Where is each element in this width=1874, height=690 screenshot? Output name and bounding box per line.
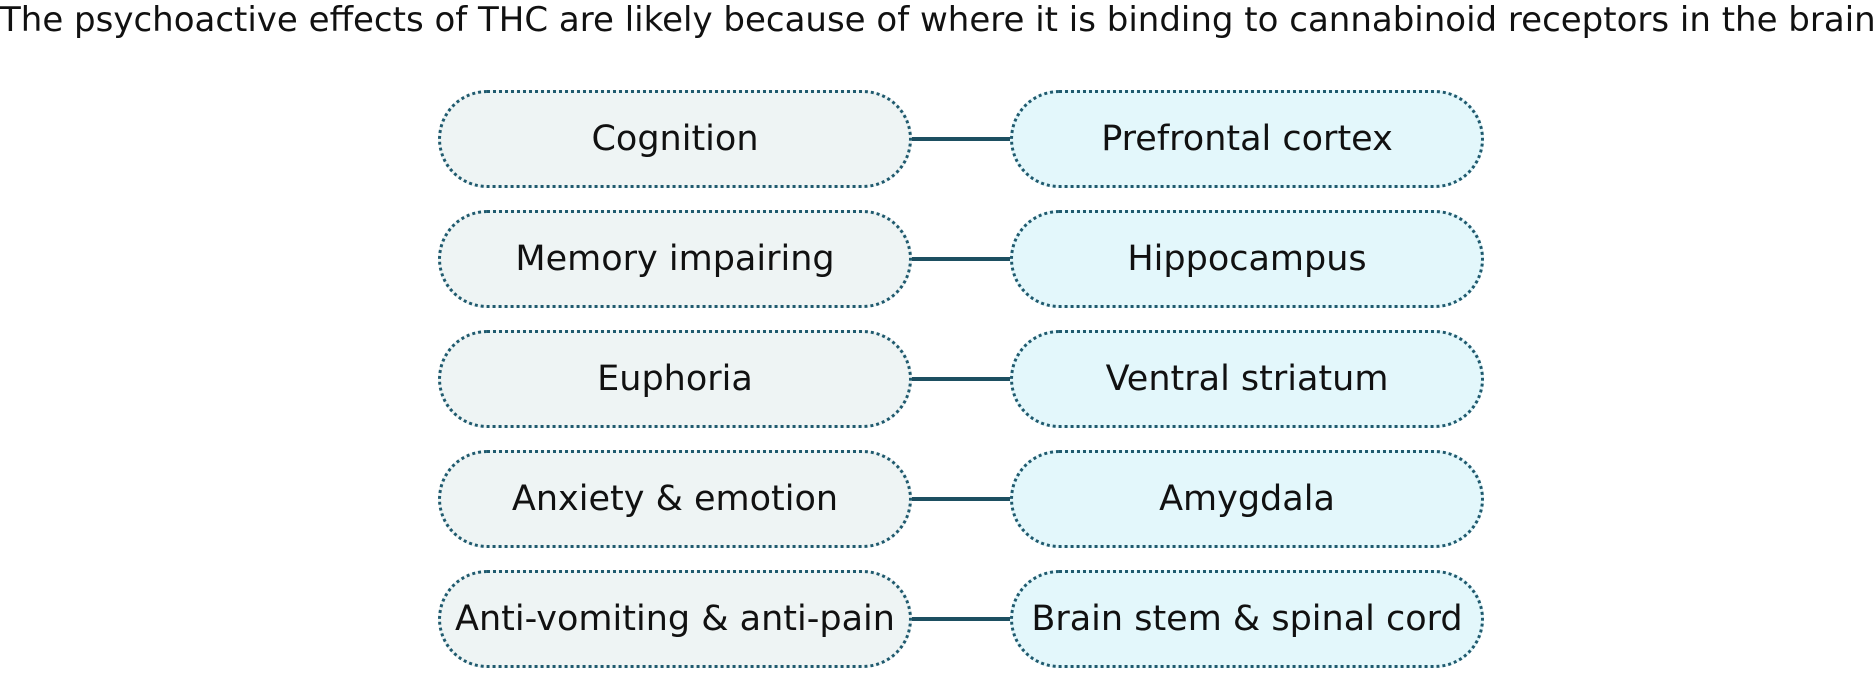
connector-line: [912, 377, 1010, 381]
pair-row: Cognition Prefrontal cortex: [438, 90, 1484, 188]
effect-box: Euphoria: [438, 330, 912, 428]
brain-region-box: Brain stem & spinal cord: [1010, 570, 1484, 668]
effect-box: Memory impairing: [438, 210, 912, 308]
connector-line: [912, 617, 1010, 621]
brain-region-box: Amygdala: [1010, 450, 1484, 548]
brain-region-box: Hippocampus: [1010, 210, 1484, 308]
pair-row: Anxiety & emotion Amygdala: [438, 450, 1484, 548]
effect-box: Anti-vomiting & anti-pain: [438, 570, 912, 668]
connector-line: [912, 257, 1010, 261]
effect-region-pairs: Cognition Prefrontal cortex Memory impai…: [438, 90, 1484, 690]
effect-box: Cognition: [438, 90, 912, 188]
connector-line: [912, 497, 1010, 501]
brain-region-box: Ventral striatum: [1010, 330, 1484, 428]
pair-row: Anti-vomiting & anti-pain Brain stem & s…: [438, 570, 1484, 668]
connector-line: [912, 137, 1010, 141]
diagram-title: The psychoactive effects of THC are like…: [0, 0, 1874, 40]
brain-region-box: Prefrontal cortex: [1010, 90, 1484, 188]
pair-row: Memory impairing Hippocampus: [438, 210, 1484, 308]
pair-row: Euphoria Ventral striatum: [438, 330, 1484, 428]
effect-box: Anxiety & emotion: [438, 450, 912, 548]
